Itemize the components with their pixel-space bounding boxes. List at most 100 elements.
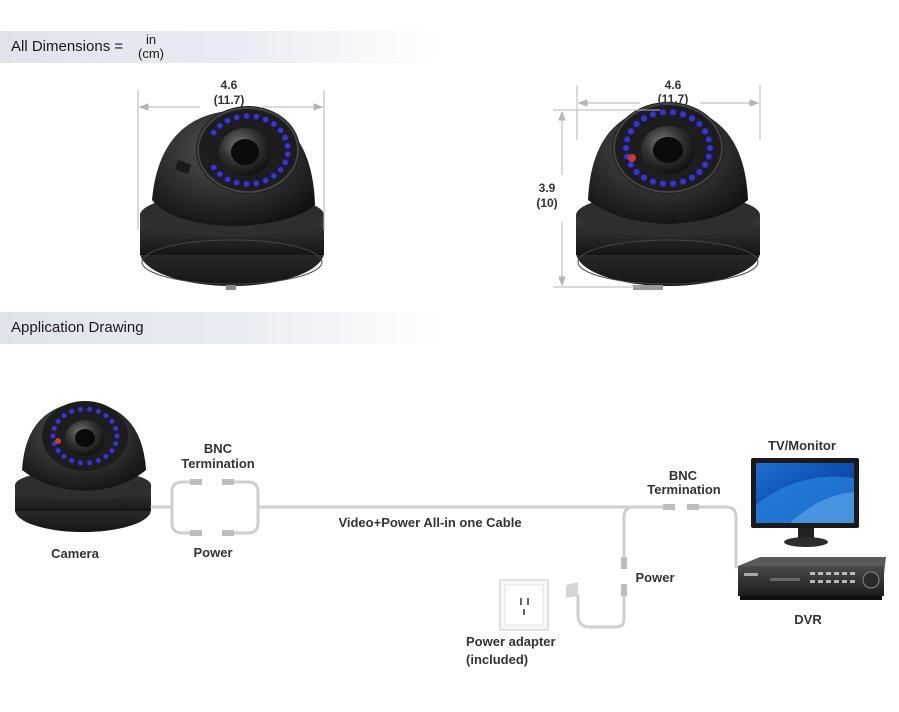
ir-led (61, 412, 67, 419)
power-adapter-label-line1: Power adapter (466, 634, 556, 649)
front-width-inches: 4.6 (220, 78, 238, 92)
ir-led (277, 127, 284, 134)
cable-connectors (190, 479, 699, 596)
ir-led (210, 129, 217, 136)
power-adapter-label-line2: (included) (466, 652, 529, 667)
dimensions-label: All Dimensions = (11, 38, 124, 55)
ir-led (277, 166, 284, 173)
unit-cm: (cm) (138, 46, 164, 61)
application-camera-image (15, 401, 151, 532)
ir-led (51, 425, 58, 432)
cable-lines (150, 480, 738, 629)
ir-led (679, 178, 687, 186)
ir-led (95, 457, 102, 464)
ir-led (103, 412, 109, 419)
ir-led (649, 110, 657, 118)
ir-led (695, 120, 703, 128)
ir-led (640, 174, 648, 182)
ir-led (262, 177, 269, 184)
ir-led (701, 127, 709, 135)
ir-led (233, 114, 240, 121)
cable-label: Video+Power All-in one Cable (338, 515, 522, 530)
ir-led (284, 142, 292, 150)
front-camera-image (140, 106, 324, 290)
front-width-cm: (11.7) (213, 93, 245, 107)
bnc-right-label-line2: Termination (647, 482, 721, 497)
ir-led (109, 418, 115, 425)
bnc-left-label-line2: Termination (181, 456, 255, 471)
dimensions-section-bar (0, 31, 440, 63)
side-height-dimension (553, 109, 660, 288)
tv-monitor-label: TV/Monitor (768, 438, 836, 453)
ir-led (701, 161, 709, 169)
ir-led (224, 176, 231, 183)
ir-led (659, 108, 667, 116)
power-left-label: Power (193, 545, 233, 560)
ir-led (77, 459, 84, 466)
ir-led (216, 170, 224, 178)
bnc-right-label-line1: BNC (668, 468, 698, 483)
ir-led (68, 457, 75, 464)
unit-inches: in (145, 32, 157, 47)
ir-led (659, 180, 667, 188)
power-right-label: Power (635, 570, 675, 585)
ir-led (55, 418, 61, 425)
ir-led (114, 433, 120, 439)
ir-led (252, 113, 260, 120)
ir-led (284, 150, 292, 158)
ir-led (623, 135, 631, 143)
ir-led (216, 122, 224, 130)
ir-led (281, 159, 289, 166)
ir-led (649, 178, 657, 186)
side-height-cm: (10) (536, 196, 558, 210)
application-title: Application Drawing (11, 319, 144, 336)
ir-led (95, 408, 102, 415)
side-height-inches: 3.9 (538, 181, 556, 195)
ir-led (86, 406, 93, 413)
ir-led (669, 108, 677, 116)
dvr-image (738, 557, 886, 600)
ir-led (262, 116, 269, 123)
ir-led (55, 447, 61, 454)
ir-led (50, 433, 56, 439)
ir-led (112, 425, 119, 432)
ir-led (270, 120, 278, 128)
ir-led (243, 112, 250, 120)
ir-led (705, 135, 713, 143)
ir-led (669, 180, 677, 188)
side-width-inches: 4.6 (664, 78, 682, 92)
ir-led (622, 144, 630, 152)
application-section-bar (0, 312, 440, 344)
ir-led (86, 459, 93, 466)
front-width-dimension (137, 90, 325, 230)
dvr-label: DVR (794, 612, 822, 627)
ir-led (640, 114, 648, 122)
ir-led (109, 447, 115, 454)
ir-led (68, 408, 75, 415)
ir-led (695, 168, 703, 176)
camera-label: Camera (51, 546, 99, 561)
ir-led (233, 179, 240, 186)
bnc-left-label-line1: BNC (203, 441, 233, 456)
side-width-cm: (11.7) (657, 92, 689, 106)
ir-led (252, 180, 260, 187)
ir-led (627, 161, 635, 169)
side-camera-image (576, 102, 760, 290)
tv-monitor-image (751, 458, 859, 547)
ir-led (210, 164, 217, 171)
ir-led (633, 120, 641, 128)
ir-led (77, 406, 84, 413)
ir-led (688, 114, 696, 122)
power-outlet-image (499, 579, 578, 631)
side-width-dimension (576, 85, 761, 140)
ir-led (103, 453, 109, 460)
ir-led (706, 144, 714, 152)
ir-led (633, 168, 641, 176)
ir-led (112, 440, 119, 447)
ir-led (281, 134, 289, 141)
ir-led (688, 174, 696, 182)
ir-led (224, 117, 231, 124)
ir-led (705, 153, 713, 161)
ir-led (679, 110, 687, 118)
